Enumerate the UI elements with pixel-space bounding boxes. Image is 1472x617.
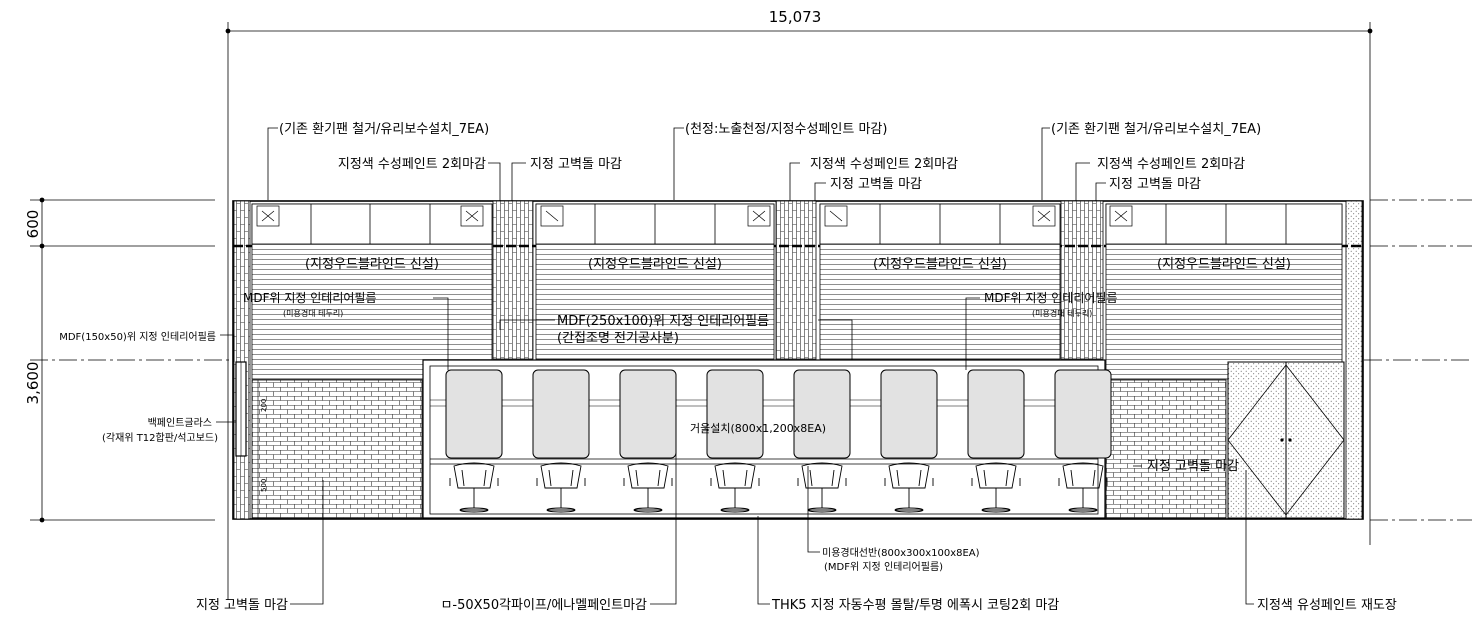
overall-width-label: 15,073 [769,8,822,26]
small-dim-200: 200 [260,399,268,412]
note-stone-inner: 지정 고벽돌 마감 [1147,459,1239,474]
note-paint-right: 지정색 수성페인트 2회마감 [1097,157,1245,172]
column-left [233,200,251,520]
note-film-mid-sub: (간접조명 전기공사분) [557,331,679,346]
column-right [1345,200,1363,520]
note-film-left: MDF위 지정 인테리어필름 [243,291,377,305]
brick-wall-left [251,379,423,519]
small-dim-500: 500 [260,479,268,492]
window-group-2 [535,203,775,360]
dimension-ticks [39,28,1373,523]
window-group-4 [1105,203,1343,380]
mirror-3 [619,369,677,459]
note-ceiling: (천정:노출천정/지정수성페인트 마감) [685,122,887,137]
mirror-2 [532,369,590,459]
salon-chair-7 [971,462,1021,513]
door [1227,361,1345,519]
pier-1 [492,200,534,360]
bottom-note-paint: 지정색 유성페인트 재도장 [1257,598,1397,613]
blind-label-1: (지정우드블라인드 신설) [305,257,439,272]
pier-2 [775,200,817,360]
note-glass: 백페인트글라스 [148,417,212,429]
blind-label-2: (지정우드블라인드 신설) [588,257,722,272]
note-stone-left: 지정 고벽돌 마감 [530,157,622,172]
leader-lines [216,127,1254,605]
mirror-7 [967,369,1025,459]
note-glass-sub: (각재위 T12합판/석고보드) [102,431,218,444]
note-fan-left: (기존 환기팬 철거/유리보수설치_7EA) [279,122,489,137]
salon-chair-8 [1058,462,1108,513]
main-height-label: 3,600 [24,362,42,405]
note-film-mid: MDF(250x100)위 지정 인테리어필름 [557,314,769,329]
note-mdf-side: MDF(150x50)위 지정 인테리어필름 [59,330,216,343]
note-paint-left: 지정색 수성페인트 2회마감 [338,157,486,172]
salon-chair-6 [884,462,934,513]
salon-chair-4 [710,462,760,513]
blind-label-4: (지정우드블라인드 신설) [1157,257,1291,272]
mirror-8 [1054,369,1112,459]
back-paint-glass [235,361,259,518]
mirror-1 [445,369,503,459]
note-shelf-sub: (MDF위 지정 인테리어필름) [824,560,943,573]
mirror-4 [706,369,764,459]
mirror-5 [793,369,851,459]
note-stone-right: 지정 고벽돌 마감 [1109,177,1201,192]
note-stone-mid: 지정 고벽돌 마감 [830,177,922,192]
pier-3 [1060,200,1104,360]
mirror-6 [880,369,938,459]
note-film-right: MDF위 지정 인테리어필름 [984,291,1118,305]
mirrors [445,369,1112,459]
bottom-note-floor: THK5 지정 자동수평 몰탈/투명 에폭시 코팅2회 마감 [771,598,1059,613]
fan-icons [256,205,1133,227]
bottom-note-stone: 지정 고벽돌 마감 [196,598,288,613]
salon-chairs [449,462,1108,513]
note-mirror: 거울설치(800x1,200x8EA) [690,422,826,435]
upper-height-label: 600 [24,210,42,239]
note-film-right-sub: (미용경대 테두리) [1032,308,1092,318]
bottom-note-pipe: ㅁ-50X50각파이프/에나멜페인트마감 [440,598,647,613]
note-fan-right: (기존 환기팬 철거/유리보수설치_7EA) [1051,122,1261,137]
window-group-1 [251,203,493,380]
note-film-left-sub: (미용경대 테두리) [283,308,343,318]
blind-label-3: (지정우드블라인드 신설) [873,257,1007,272]
note-shelf: 미용경대선반(800x300x100x8EA) [822,546,980,559]
salon-chair-1 [449,462,499,513]
brick-wall-right [1105,379,1227,519]
note-paint-mid: 지정색 수성페인트 2회마감 [810,157,958,172]
window-groups [251,203,1343,380]
window-group-3 [819,203,1061,360]
salon-chair-3 [623,462,673,513]
salon-chair-2 [536,462,586,513]
